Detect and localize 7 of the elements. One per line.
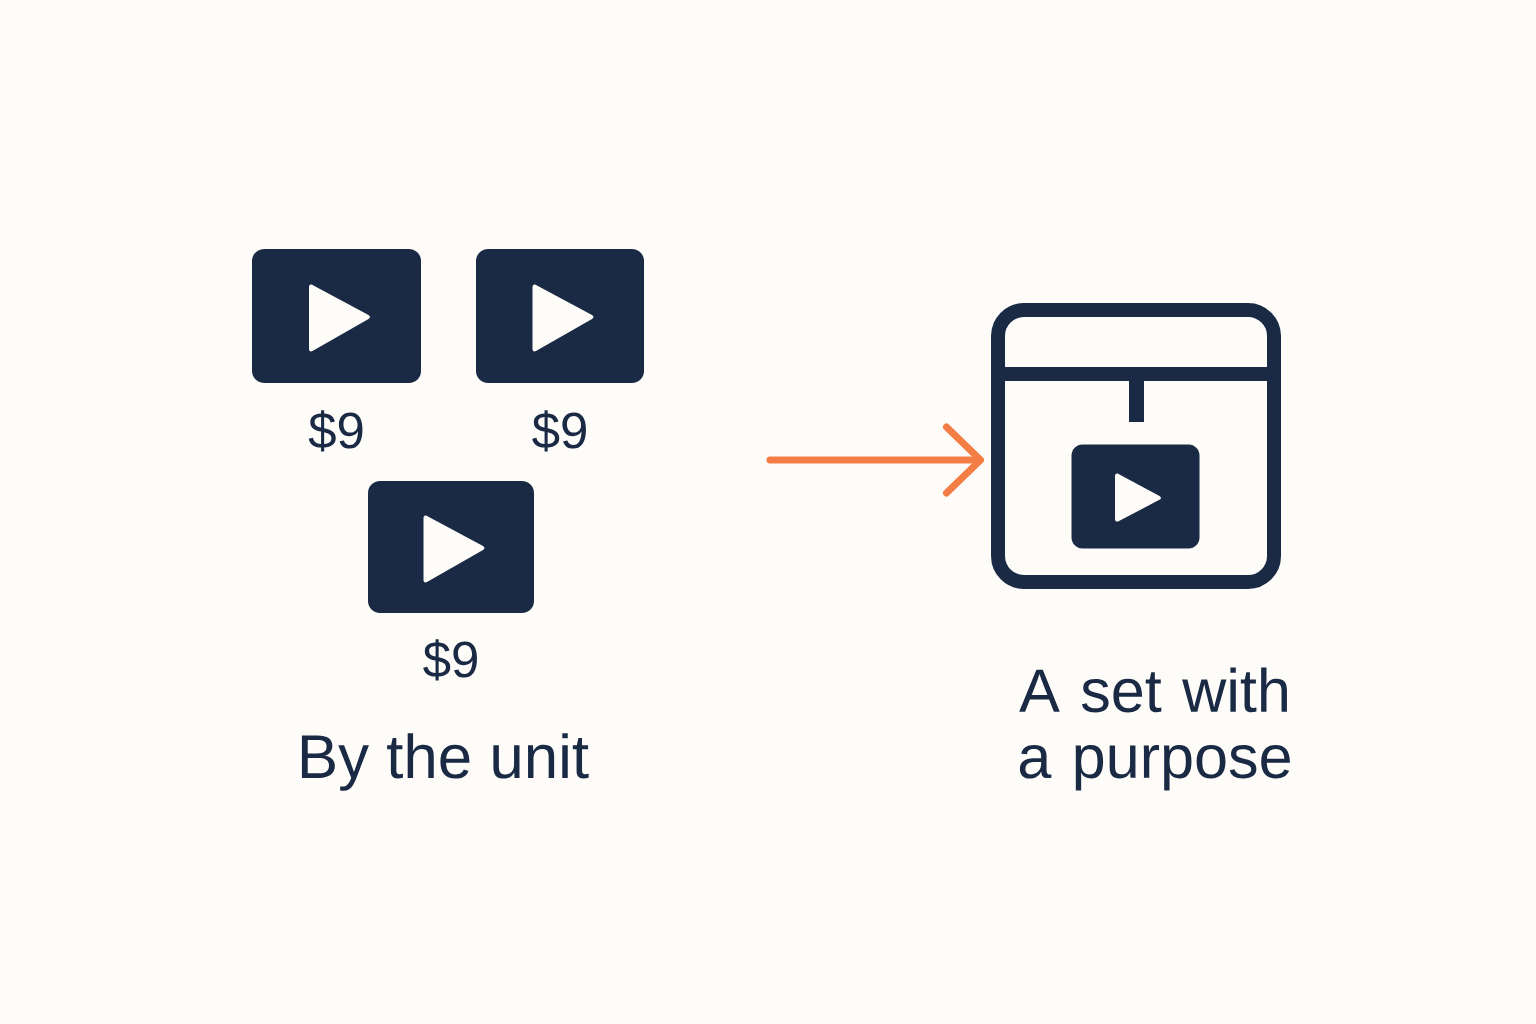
arrow — [766, 423, 984, 497]
window-label: A set with a purpose — [1019, 667, 1290, 791]
price-label: $9 — [308, 410, 363, 452]
price-label: $9 — [423, 639, 477, 681]
caption: By the unit — [301, 733, 589, 791]
video-tile — [1071, 444, 1200, 549]
price-label: $9 — [532, 410, 586, 452]
